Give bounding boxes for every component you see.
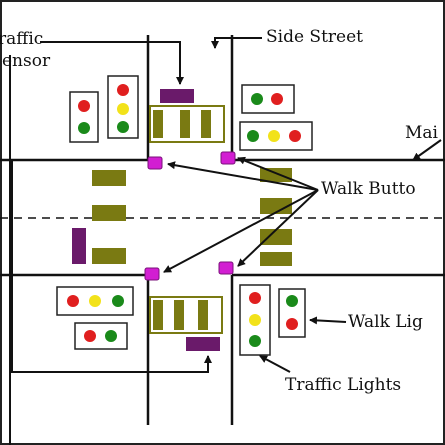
crosswalk-bar [174, 300, 184, 330]
callout-arrows [11, 37, 442, 373]
sensor-pad-icon [186, 337, 220, 351]
traffic-light-icon [107, 75, 139, 139]
sensor-pad-icon [72, 228, 86, 264]
walk-light-icon [278, 288, 306, 338]
walk-button-arrow [237, 156, 319, 191]
traffic-lights-label: Traffic Lights [285, 375, 401, 395]
crosswalk-bar [153, 300, 163, 330]
walk-button-icon [147, 156, 163, 170]
walk-lights-label: Walk Lig [348, 312, 423, 332]
traffic-sensor-label-line2: ensor [2, 51, 51, 71]
traffic-light-icon [56, 286, 134, 316]
walk-button-arrow [237, 189, 319, 267]
sensor-bottom-arrow [11, 160, 212, 373]
traffic-sensor-label-line1: raffic [0, 29, 43, 49]
crosswalk-bar [260, 229, 292, 245]
traffic-light-icon [239, 121, 313, 151]
walk-buttons-label: Walk Butto [321, 179, 416, 199]
walk-light-arrow [309, 316, 347, 325]
walk-light-icon [74, 322, 128, 350]
traffic-sensor-arrow [40, 41, 184, 85]
sensor-pad-icon [160, 89, 194, 103]
walk-button-icon [218, 261, 234, 275]
crosswalk-bottom [149, 296, 223, 334]
traffic-light-icon [69, 91, 99, 143]
traffic-light-icon [239, 284, 271, 356]
crosswalk-bar [92, 248, 126, 264]
crosswalk-outline [149, 105, 225, 143]
crosswalk-outline [149, 296, 223, 334]
crosswalk-bar [260, 252, 292, 266]
side-street-arrow [211, 37, 262, 49]
side-street-label: Side Street [266, 27, 363, 47]
traffic-lights-arrow [259, 355, 291, 373]
walk-button-icon [144, 267, 160, 281]
walk-button-icon [220, 151, 236, 165]
walk-light-icon [241, 84, 295, 114]
crosswalk-bar [260, 168, 292, 182]
crosswalk-top [149, 105, 225, 143]
roads [0, 35, 445, 445]
crosswalk-bar [180, 110, 190, 138]
crosswalk-left [92, 170, 126, 264]
crosswalk-bar [260, 198, 292, 214]
crosswalk-right [260, 168, 292, 266]
crosswalk-bar [153, 110, 163, 138]
walk-button-arrow [167, 161, 319, 191]
crosswalk-bar [198, 300, 208, 330]
crosswalk-bar [92, 170, 126, 186]
main-street-arrow [412, 139, 442, 161]
crosswalk-bar [92, 205, 126, 221]
main-street-label: Mai [405, 123, 439, 143]
crosswalk-bar [201, 110, 211, 138]
walk-button-arrow [163, 189, 319, 273]
